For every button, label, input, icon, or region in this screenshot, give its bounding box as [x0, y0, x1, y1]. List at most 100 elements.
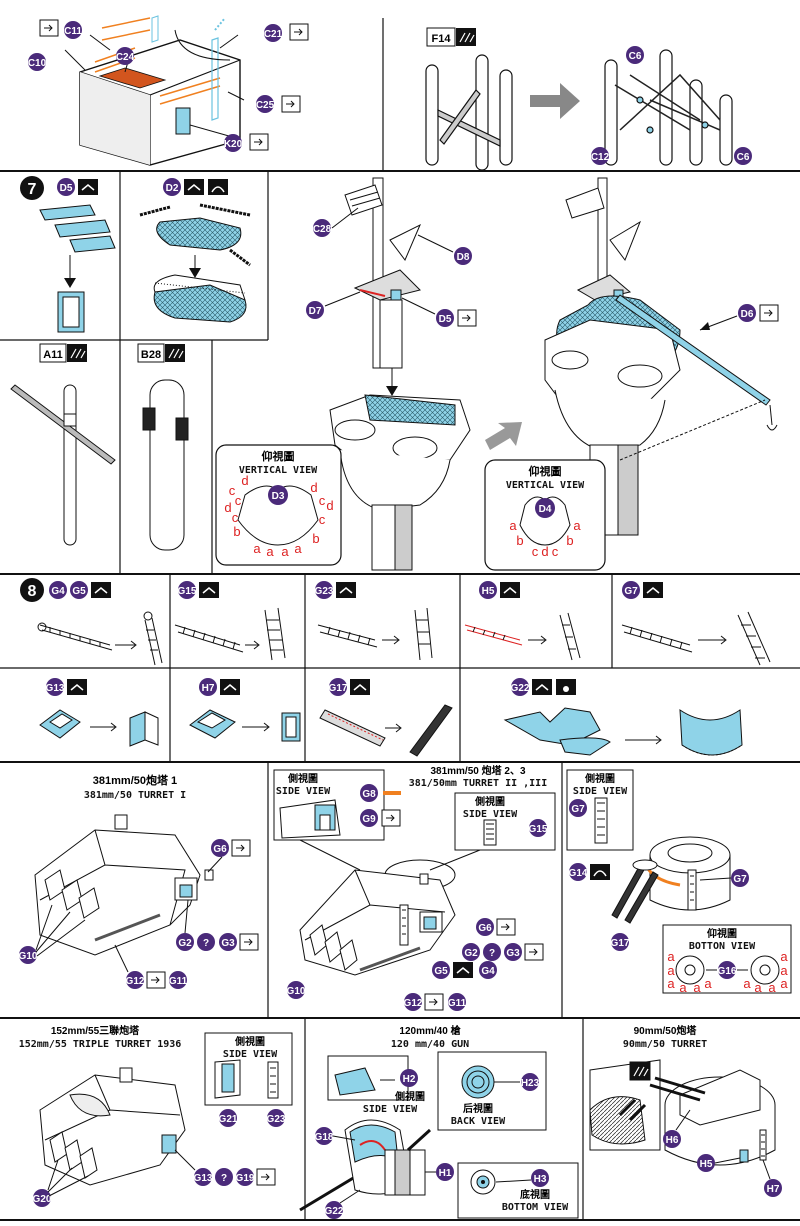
svg-text:b: b: [516, 533, 523, 548]
label-g2-a: G2: [176, 933, 194, 951]
label-c24: C24: [116, 47, 135, 65]
b28-part-tag: B28: [137, 343, 185, 363]
svg-text:?: ?: [221, 1173, 227, 1184]
svg-text:K20: K20: [224, 139, 243, 150]
label-h7-b: H7: [764, 1179, 782, 1197]
svg-text:G7: G7: [733, 874, 747, 885]
svg-text:G19: G19: [236, 1173, 255, 1184]
svg-text:b: b: [312, 531, 319, 546]
ladder-g7: [621, 611, 771, 666]
label-k20: K20: [224, 134, 243, 152]
svg-text:G10: G10: [287, 986, 306, 997]
svg-text:H7: H7: [202, 683, 215, 694]
label-d5-b: D5: [436, 309, 454, 327]
panel-borders: [0, 18, 800, 1220]
svg-text:H6: H6: [666, 1135, 679, 1146]
turret1-drawing: [34, 814, 214, 956]
label-g23: G23: [315, 581, 334, 599]
svg-text:?: ?: [203, 938, 209, 949]
svg-text:a: a: [754, 980, 762, 995]
svg-text:G8: G8: [362, 789, 376, 800]
label-g10-a: G10: [19, 946, 38, 964]
label-g6-a: G6: [211, 839, 229, 857]
svg-text:底視圖: 底視圖: [520, 1188, 550, 1201]
a11-mast: [10, 384, 116, 546]
label-g2-b: G2: [462, 943, 480, 961]
f14-part-tag: F14: [426, 27, 476, 47]
svg-text:a: a: [780, 976, 788, 991]
svg-text:a: a: [509, 518, 517, 533]
svg-text:G3: G3: [506, 948, 520, 959]
svg-text:F14: F14: [432, 33, 452, 45]
svg-text:BACK VIEW: BACK VIEW: [451, 1116, 506, 1127]
svg-text:G4: G4: [51, 586, 65, 597]
svg-text:c: c: [232, 510, 239, 525]
remove-from-sprue-icon: [289, 23, 309, 41]
label-g5: G5: [70, 581, 88, 599]
svg-text:a: a: [266, 544, 274, 559]
label-g23-b: G23: [267, 1109, 286, 1127]
svg-text:SIDE VIEW: SIDE VIEW: [573, 786, 628, 797]
remove-from-sprue-icon: [249, 133, 269, 151]
turret23-title-en: 381/50mm TURRET II ,III: [409, 778, 547, 789]
side-view-box-g15: 側視圖 SIDE VIEW: [454, 792, 556, 851]
question-icon: ?: [215, 1168, 233, 1186]
svg-text:G17: G17: [329, 683, 348, 694]
gun120-parts: 側視圖 SIDE VIEW 后視圖 BACK VIEW 底視圖 BOTTOM V…: [299, 1051, 579, 1219]
svg-text:H1: H1: [439, 1168, 452, 1179]
label-h6: H6: [663, 1130, 681, 1148]
svg-text:G22: G22: [511, 683, 530, 694]
svg-text:b: b: [566, 533, 573, 548]
bottom-view-box-g16: 仰視圖 BOTTON VIEW G16 a a a a a a a a a a …: [662, 924, 792, 995]
gun120-title-en: 120 mm/40 GUN: [391, 1039, 469, 1050]
label-g19: G19: [236, 1168, 255, 1186]
fold-icon: [500, 582, 520, 598]
label-c11-text: C11: [64, 26, 82, 37]
svg-text:B28: B28: [141, 349, 161, 361]
svg-text:G2: G2: [464, 948, 478, 959]
svg-text:c: c: [235, 493, 242, 508]
svg-text:C10: C10: [28, 58, 47, 69]
label-g8: G8: [360, 784, 378, 802]
svg-text:G6: G6: [213, 844, 227, 855]
remove-from-sprue-icon: [496, 918, 516, 936]
svg-text:d: d: [310, 480, 317, 495]
fold-icon: [556, 679, 576, 695]
remove-from-sprue-icon: [281, 95, 301, 113]
svg-text:c: c: [319, 493, 326, 508]
svg-text:H2: H2: [403, 1074, 416, 1085]
turret90-title-cn: 90mm/50炮塔: [634, 1024, 698, 1037]
label-h7-a: H7: [199, 678, 217, 696]
svg-text:a: a: [294, 541, 302, 556]
turret1-title-cn: 381mm/50炮塔 1: [93, 773, 177, 787]
label-h5: H5: [479, 581, 497, 599]
svg-text:d: d: [326, 498, 333, 513]
turret90-title-en: 90mm/50 TURRET: [623, 1039, 707, 1050]
triple-turret-drawing: [39, 1067, 186, 1186]
fold-icon: [532, 679, 552, 695]
svg-text:側視圖: 側視圖: [474, 795, 505, 808]
fold-icon: [78, 179, 98, 195]
tripod-assembled: [604, 49, 733, 166]
remove-from-sprue-icon: [146, 971, 166, 989]
svg-text:a: a: [573, 518, 581, 533]
svg-text:H5: H5: [700, 1159, 713, 1170]
svg-text:SIDE VIEW: SIDE VIEW: [276, 786, 331, 797]
svg-text:G12: G12: [404, 998, 423, 1009]
svg-text:G5: G5: [72, 586, 86, 597]
svg-text:G23: G23: [315, 586, 334, 597]
svg-text:a: a: [667, 976, 675, 991]
label-g11-a: G11: [169, 971, 188, 989]
fold-icon: [208, 179, 228, 195]
svg-text:G15: G15: [529, 824, 548, 835]
d4-vertical-view: 仰視圖 VERTICAL VIEW D4 a b c d c b a: [484, 459, 606, 571]
remove-from-sprue-icon: [381, 809, 401, 827]
d2-platform: [139, 203, 251, 323]
label-g22-b: G22: [325, 1201, 344, 1219]
svg-text:SIDE VIEW: SIDE VIEW: [223, 1049, 278, 1060]
svg-text:H23: H23: [521, 1078, 540, 1089]
svg-text:G17: G17: [611, 938, 630, 949]
label-d6: D6: [738, 304, 756, 322]
remove-from-sprue-icon: [39, 19, 59, 37]
remove-from-sprue-icon: [256, 1168, 276, 1186]
